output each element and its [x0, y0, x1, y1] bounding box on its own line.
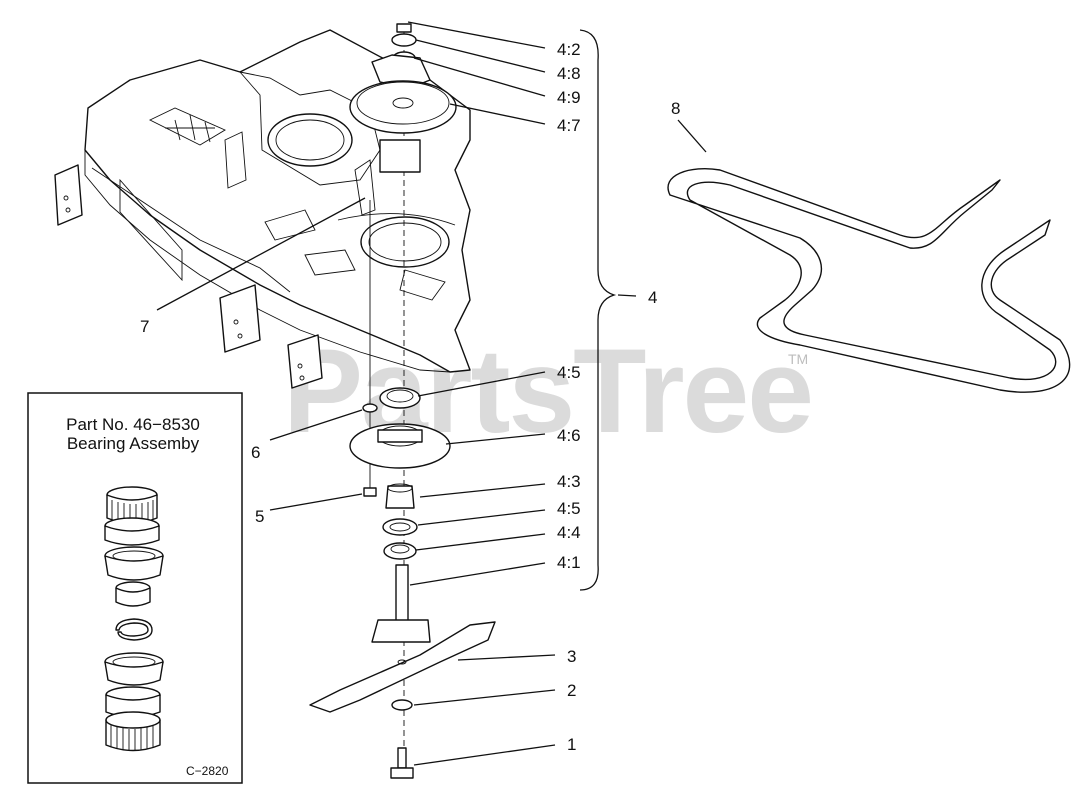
callout-5: 5: [255, 507, 264, 526]
inset-bearing-cup-bottom: [104, 652, 164, 686]
callout-3: 3: [567, 647, 576, 666]
inset-title: Bearing Assemby: [67, 434, 200, 453]
callout-4-7: 4:7: [557, 116, 581, 135]
part-nut-4-2: [396, 23, 412, 33]
inset-roller-bearing-top: [104, 486, 160, 546]
spindle-assembly: [309, 23, 496, 779]
part-bolt-1: [397, 747, 407, 769]
part-blade-3: [309, 621, 496, 713]
part-bearing-4-5-upper: [379, 387, 421, 409]
callout-4-5-upper: 4:5: [557, 363, 581, 382]
callout-labels: 4:2 4:8 4:9 4:7 4 8 7 4:5 6 4:6 4:3 5 4:…: [140, 40, 680, 754]
part-nut-5: [363, 487, 377, 497]
group-4-bracket: [579, 29, 617, 591]
watermark-tm: TM: [788, 351, 808, 367]
callout-8: 8: [671, 99, 680, 118]
callout-2: 2: [567, 681, 576, 700]
callout-1: 1: [567, 735, 576, 754]
part-shaft-4-1: [395, 564, 409, 629]
callout-4-1: 4:1: [557, 553, 581, 572]
part-bearing-4-5-lower: [382, 518, 418, 536]
callout-4-2: 4:2: [557, 40, 581, 59]
callout-4-8: 4:8: [557, 64, 581, 83]
inset-drawing-code: C−2820: [186, 764, 229, 778]
deck-bracket-left: [54, 164, 83, 226]
blade-opening-front: [360, 216, 450, 268]
callout-6: 6: [251, 443, 260, 462]
part-washer-6: [362, 403, 378, 413]
deck-bracket-mid: [219, 284, 261, 353]
part-washer-2: [391, 699, 413, 711]
part-bearing-4-3: [385, 485, 415, 509]
callout-4: 4: [648, 288, 657, 307]
inset-bearing-cup-top: [104, 546, 164, 581]
callout-4-9: 4:9: [557, 88, 581, 107]
part-pulley-4-7: [349, 80, 457, 134]
inset-part-number: Part No. 46−8530: [66, 415, 200, 434]
blade-opening-rear: [267, 113, 353, 167]
inset-spacer: [115, 581, 151, 607]
part-washer-4-8: [391, 33, 417, 47]
deck-bracket-front: [287, 334, 323, 389]
callout-4-4: 4:4: [557, 523, 581, 542]
part-belt-8: [667, 168, 1071, 393]
callout-4-6: 4:6: [557, 426, 581, 445]
bearing-assembly-inset: Part No. 46−8530 Bearing Assemby: [27, 392, 243, 784]
inset-roller-bearing-bottom: [105, 686, 161, 752]
callout-4-3: 4:3: [557, 472, 581, 491]
inset-snap-ring: [115, 618, 153, 641]
callout-4-5-lower: 4:5: [557, 499, 581, 518]
callout-7: 7: [140, 317, 149, 336]
leader-lines: [156, 21, 707, 766]
